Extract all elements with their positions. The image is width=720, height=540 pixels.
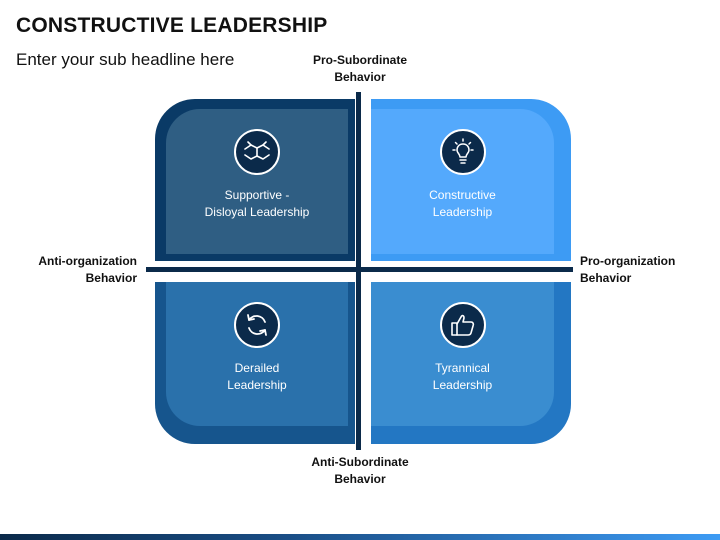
quadrant-top-left-panel: Supportive - Disloyal Leadership [166,109,348,254]
quadrant-top-right-panel: Constructive Leadership [371,109,554,254]
handshake-icon [234,129,280,175]
page-title: CONSTRUCTIVE LEADERSHIP [16,14,328,37]
lightbulb-icon [439,129,486,175]
axis-label-bottom: Anti-Subordinate Behavior [311,455,409,486]
quadrant-top-left-label: Supportive - Disloyal Leadership [204,188,310,219]
axis-label-top: Pro-Subordinate Behavior [312,53,407,84]
quadrant-bottom-left-label: Derailed Leadership [227,361,287,392]
refresh-icon [234,302,280,348]
quadrant-bottom-left-panel: Derailed Leadership [166,282,348,426]
page-subtitle: Enter your sub headline here [16,50,235,69]
quadrant-top-right-label: Constructive Leadership [429,188,496,219]
horizontal-axis-line [146,267,573,272]
quadrant-bottom-right-label: Tyrannical Leadership [432,361,493,392]
axis-label-right: Pro-organization Behavior [580,254,676,285]
axis-label-left: Anti-organization Behavior [38,254,137,285]
thumbs-up-icon [439,302,486,348]
footer-accent-bar [0,534,720,540]
quadrant-bottom-right-panel: Tyrannical Leadership [371,282,554,426]
